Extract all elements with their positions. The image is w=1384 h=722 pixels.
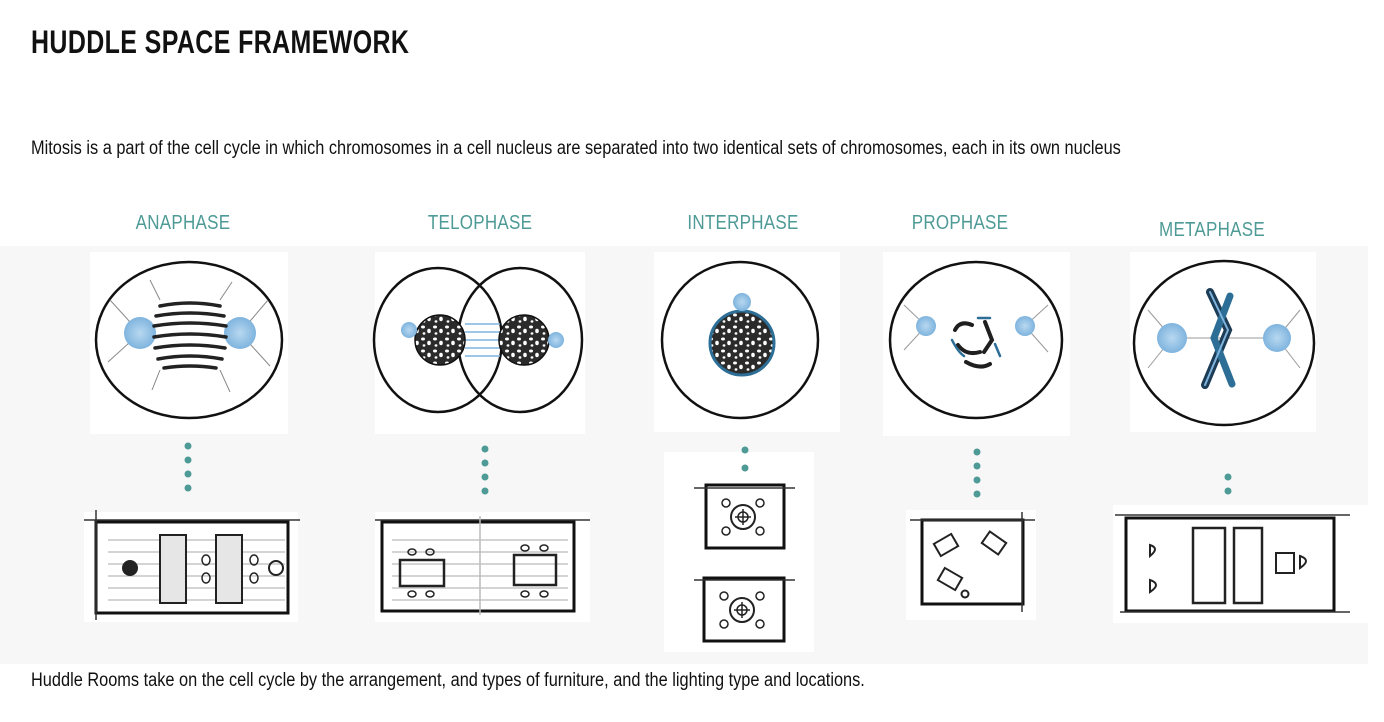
- chromosomes: [955, 322, 992, 367]
- anaphase-cell: [96, 262, 282, 418]
- nucleus-right: [499, 315, 549, 365]
- metaphase-cell: [1134, 261, 1314, 425]
- prophase-room-plan: [910, 512, 1035, 612]
- chromosome-bands: [154, 303, 226, 368]
- interphase-cell: [662, 262, 818, 418]
- metaphase-room-plan: [1115, 515, 1350, 612]
- connector-dots: [185, 443, 1232, 498]
- nucleus-left: [415, 315, 465, 365]
- telophase-room-plan: [375, 516, 590, 615]
- nucleus: [710, 311, 774, 375]
- centrosome-right: [224, 317, 256, 349]
- centrosome-left: [124, 317, 156, 349]
- closing-text: Huddle Rooms take on the cell cycle by t…: [31, 670, 865, 692]
- anaphase-room-plan: [84, 510, 300, 620]
- prophase-cell: [890, 262, 1062, 418]
- centrosome: [733, 293, 751, 311]
- interphase-room-plan-top: [694, 485, 795, 548]
- interphase-room-plan-bottom: [694, 578, 795, 641]
- telophase-cell: [374, 268, 582, 412]
